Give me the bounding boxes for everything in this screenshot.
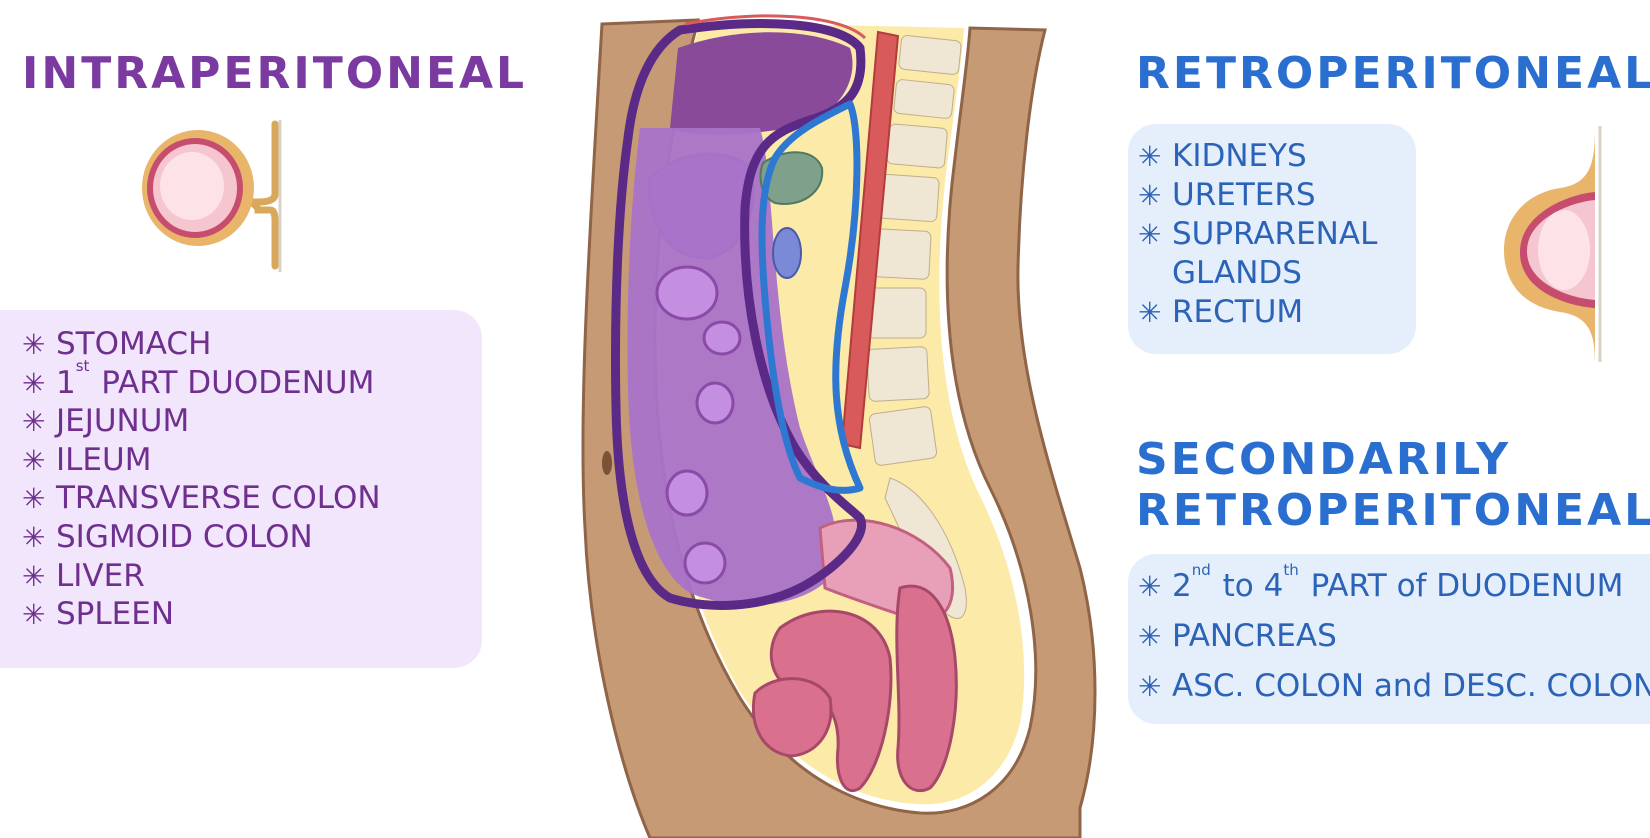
retroperitoneal-list-box <box>1128 124 1416 354</box>
asterisk-icon: ✳ <box>22 598 46 632</box>
list-item: ✳ 2nd to 4th PART of DUODENUM <box>1138 560 1650 618</box>
asterisk-icon: ✳ <box>1138 670 1162 703</box>
list-item: ✳ TRANSVERSE COLON <box>22 480 381 519</box>
aorta <box>840 30 900 450</box>
item-label: ILEUM <box>56 441 152 478</box>
intraperitoneal-organ-icon <box>142 120 282 272</box>
asterisk-icon: ✳ <box>1138 140 1162 173</box>
list-item: ✳ JEJUNUM <box>22 403 381 442</box>
item-label: JEJUNUM <box>56 403 190 440</box>
item-label: 2nd to 4th PART of DUODENUM <box>1172 560 1624 604</box>
retroperitoneal-outline <box>758 100 864 494</box>
secondarily-title-line1: SECONDARILY <box>1136 434 1512 485</box>
secondarily-retroperitoneal-list-box <box>1128 554 1650 724</box>
sagittal-abdomen-illustration <box>581 14 1097 838</box>
liver <box>670 32 853 135</box>
intraperitoneal-list-box <box>0 310 482 668</box>
item-label: PANCREAS <box>1172 618 1337 654</box>
secondarily-retroperitoneal-title: SECONDARILY RETROPERITONEAL <box>1136 434 1650 536</box>
item-label: RECTUM <box>1172 294 1304 330</box>
intestine-loops <box>655 265 742 585</box>
list-item: ✳ STOMACH <box>22 326 381 365</box>
item-label: STOMACH <box>56 326 212 362</box>
list-item: ✳ RECTUM <box>1138 294 1377 333</box>
item-label: SUPRARENAL <box>1172 216 1378 252</box>
secondarily-retroperitoneal-list: ✳ 2nd to 4th PART of DUODENUM ✳ PANCREAS ✳… <box>1138 560 1650 718</box>
list-item: ✳ ILEUM <box>22 442 381 481</box>
asterisk-icon: ✳ <box>22 328 46 361</box>
intraperitoneal-title: INTRAPERITONEAL <box>22 48 528 99</box>
retroperitoneal-title: RETROPERITONEAL <box>1136 48 1650 99</box>
peritoneum-top <box>684 14 867 40</box>
asterisk-icon: ✳ <box>1138 218 1162 251</box>
body-wall <box>581 18 1097 838</box>
intraperitoneal-list: ✳ STOMACH ✳ 1st PART DUODENUM ✳ JEJUNUM ✳ IL… <box>22 326 381 635</box>
asterisk-icon: ✳ <box>22 405 46 439</box>
list-item: ✳ ASC. COLON and DESC. COLON <box>1138 668 1650 718</box>
item-label: URETERS <box>1172 177 1316 213</box>
asterisk-icon: ✳ <box>1138 570 1162 603</box>
asterisk-icon: ✳ <box>1138 296 1162 329</box>
item-label: GLANDS <box>1172 255 1302 291</box>
asterisk-icon: ✳ <box>1138 179 1162 212</box>
asterisk-icon: ✳ <box>22 482 46 516</box>
item-label: SIGMOID COLON <box>56 518 313 555</box>
list-item: ✳ SIGMOID COLON <box>22 519 381 558</box>
asterisk-icon: ✳ <box>1138 620 1162 653</box>
list-item: ✳ SPLEEN <box>22 596 381 635</box>
item-label: TRANSVERSE COLON <box>56 480 381 517</box>
list-item: ✳ LIVER <box>22 558 381 597</box>
list-item: ✳ KIDNEYS <box>1138 138 1377 177</box>
item-label: ASC. COLON and DESC. COLON <box>1172 668 1650 704</box>
list-item-continuation: GLANDS <box>1138 255 1377 294</box>
retroperitoneal-list: ✳ KIDNEYS ✳ URETERS ✳ SUPRARENAL GLANDS ✳ RE… <box>1138 138 1377 333</box>
list-item: ✳ 1st PART DUODENUM <box>22 357 381 404</box>
asterisk-icon: ✳ <box>22 559 46 593</box>
pancreas <box>759 151 824 205</box>
retroperitoneal-organ-icon <box>1504 126 1602 362</box>
item-label: SPLEEN <box>56 596 175 633</box>
item-label: LIVER <box>56 557 145 594</box>
list-item: ✳ SUPRARENAL <box>1138 216 1377 255</box>
bladder <box>752 677 833 758</box>
asterisk-icon: ✳ <box>22 443 46 477</box>
secondarily-title-line2: RETROPERITONEAL <box>1136 485 1650 536</box>
asterisk-icon: ✳ <box>22 520 46 554</box>
list-item: ✳ URETERS <box>1138 177 1377 216</box>
umbilicus <box>602 451 612 475</box>
item-label: KIDNEYS <box>1172 138 1307 174</box>
rectum <box>895 584 958 792</box>
asterisk-icon: ✳ <box>22 366 46 400</box>
list-item: ✳ PANCREAS <box>1138 618 1650 668</box>
item-label: 1st PART DUODENUM <box>56 357 375 401</box>
kidney <box>772 227 802 279</box>
